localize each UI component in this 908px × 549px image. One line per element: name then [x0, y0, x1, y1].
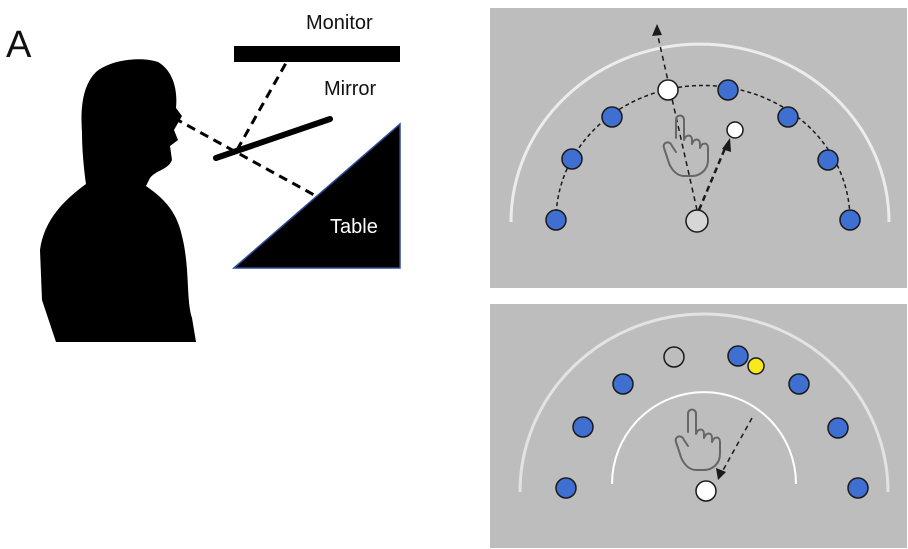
start-position: [695, 480, 717, 502]
target-dot: [561, 148, 583, 170]
sightline-eye-to-table: [173, 116, 317, 198]
target-dot: [847, 477, 869, 499]
start-position: [685, 209, 709, 233]
panel-a-letter: A: [6, 24, 32, 66]
target-dot: [601, 106, 623, 128]
pointing-hand-icon: [662, 114, 709, 177]
target-dot: [788, 373, 810, 395]
reach-arrow-up-head: [652, 24, 662, 36]
panel-c: [490, 304, 907, 548]
return-arrow-head: [716, 468, 726, 480]
person-silhouette-icon: [40, 59, 196, 343]
table-label: Table: [330, 216, 378, 238]
feedback-cursor-dot: [747, 357, 765, 375]
panel-b-background: [490, 8, 907, 288]
table-shape: [231, 122, 401, 269]
target-dot: [817, 149, 839, 171]
target-dot: [839, 209, 861, 231]
mirror-label: Mirror: [324, 78, 377, 100]
target-dot: [727, 345, 749, 367]
cursor-dot: [726, 121, 744, 139]
return-path: [721, 417, 753, 473]
workspace-arc: [509, 42, 891, 223]
inner-feedback-arc: [611, 391, 797, 485]
monitor-shape: [234, 46, 400, 62]
target-dot: [827, 417, 849, 439]
mirror-shape: [213, 116, 333, 161]
monitor-label: Monitor: [306, 12, 373, 34]
panel-b: [490, 8, 907, 288]
pointing-hand-icon: [674, 408, 721, 471]
target-dot: [717, 79, 739, 101]
previous-target: [663, 346, 685, 368]
target-dot: [612, 373, 634, 395]
active-target: [657, 79, 679, 101]
sightline-mirror-to-monitor: [235, 62, 288, 151]
target-dot: [545, 209, 567, 231]
reach-path-short: [697, 145, 728, 211]
target-dot: [572, 416, 594, 438]
target-dot: [555, 477, 577, 499]
panel-a: [40, 46, 401, 343]
reach-arrow-short-head: [722, 138, 731, 152]
workspace-arc: [518, 312, 890, 493]
target-dot: [777, 106, 799, 128]
